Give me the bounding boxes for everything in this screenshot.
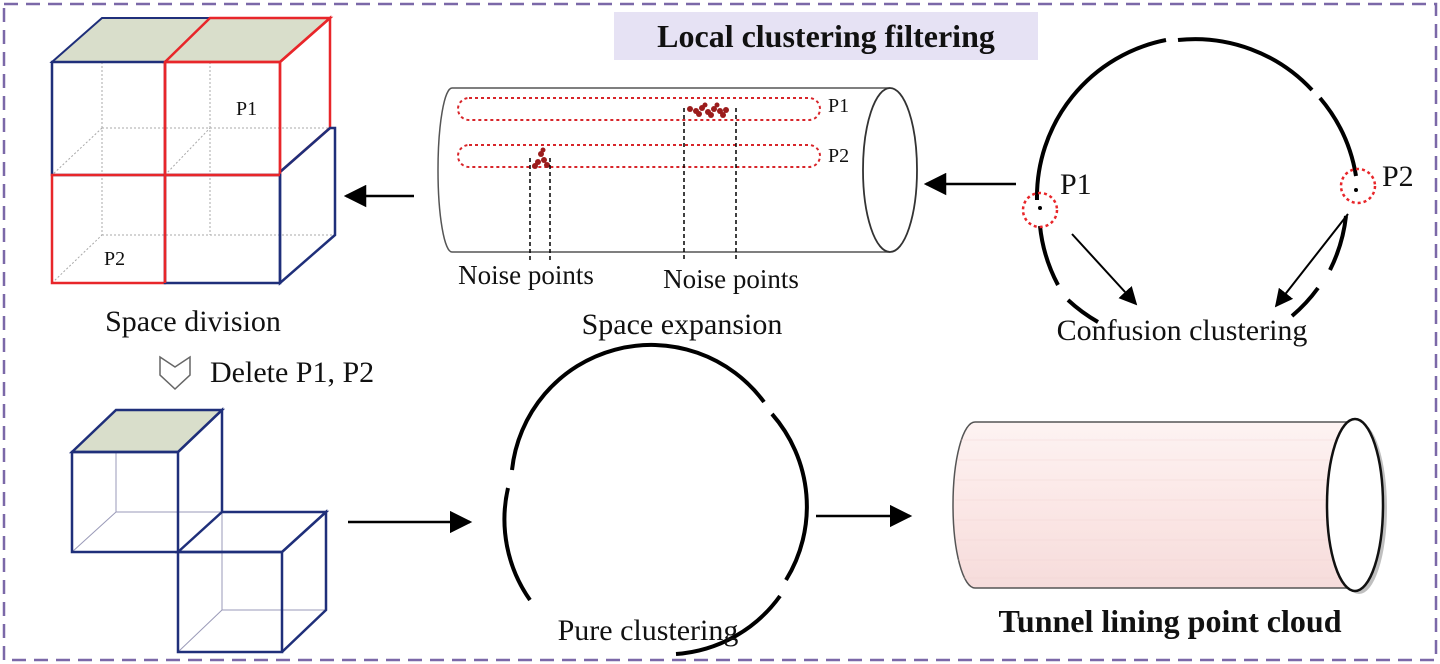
space-expansion-label: Space expansion [582, 308, 783, 341]
delete-step-label: Delete P1, P2 [210, 356, 374, 389]
noise-points-label-left: Noise points [458, 260, 594, 290]
chevron-down-icon [159, 355, 191, 391]
title-background [614, 12, 1038, 60]
cylinder-p1-label: P1 [828, 95, 849, 117]
noise-cluster-p2 [532, 147, 550, 169]
title-group: Local clustering filtering [614, 12, 1038, 60]
space-expansion-cylinder: P1 P2 [437, 87, 918, 262]
ring-p1-marker [1021, 191, 1059, 229]
space-division-label: Space division [105, 305, 281, 338]
cube-p2-label: P2 [104, 248, 125, 270]
arrow-p1-to-confusion [1071, 233, 1138, 306]
noise-cluster-p1 [687, 102, 729, 118]
arrow-p2-to-confusion [1274, 213, 1349, 308]
pure-clustering-label: Pure clustering [558, 614, 739, 647]
diagram-title: Local clustering filtering [657, 18, 995, 54]
tunnel-cylinder [952, 417, 1387, 594]
cylinder-end-cap [862, 87, 918, 253]
ring-p1-label: P1 [1060, 168, 1092, 201]
ring-p2-marker [1339, 167, 1377, 205]
tunnel-end-cap [1325, 417, 1385, 593]
cube-p1-label: P1 [236, 98, 257, 120]
track-p2 [457, 144, 821, 168]
pure-ring [502, 342, 809, 656]
track-p1 [457, 97, 821, 121]
tunnel-point-cloud-label: Tunnel lining point cloud [999, 603, 1342, 639]
ring-p2-label: P2 [1382, 160, 1414, 193]
confusion-clustering-label: Confusion clustering [1057, 314, 1308, 347]
cylinder-p2-label: P2 [828, 145, 849, 167]
filtered-cubes [68, 407, 330, 654]
space-division-cubes: P1 P2 [49, 15, 337, 286]
confusion-ring [1034, 37, 1358, 324]
noise-points-label-right: Noise points [663, 264, 799, 294]
